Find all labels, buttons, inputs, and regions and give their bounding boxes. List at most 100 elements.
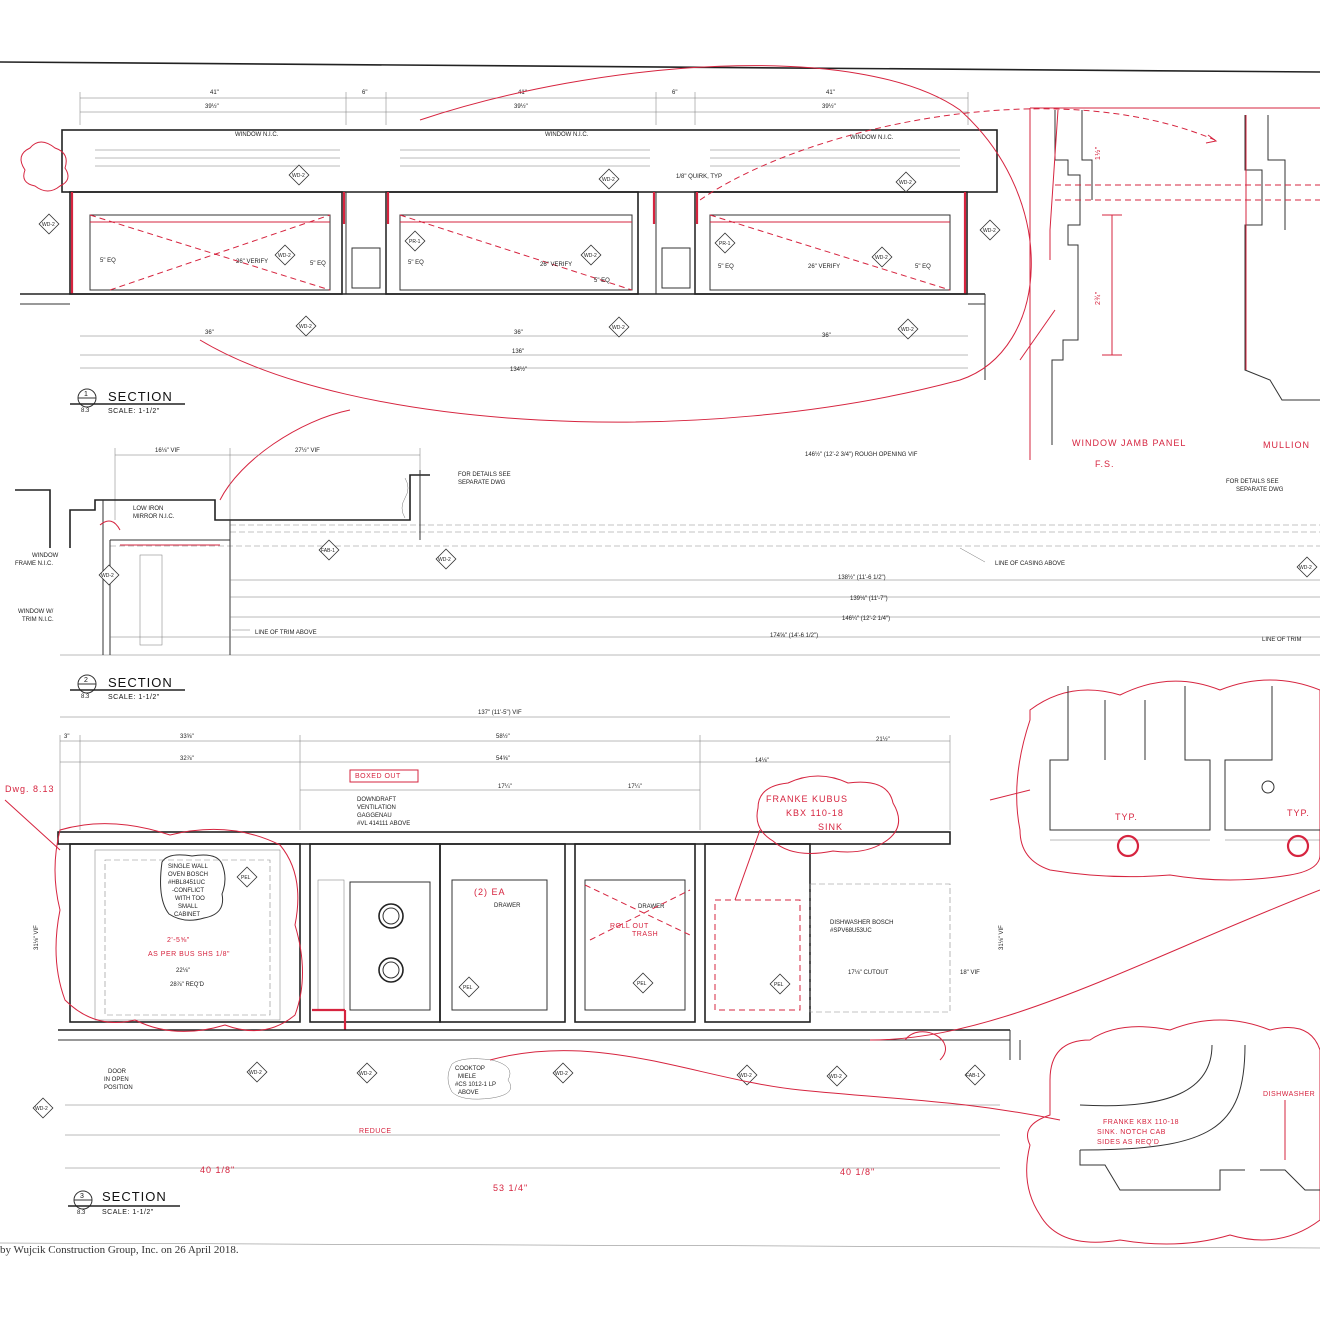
s3-oven-4: WITH TOO: [175, 896, 205, 902]
redline-franke-1: KBX 110-18: [786, 808, 844, 818]
s3-tag-fab1: FAB-1: [964, 1064, 986, 1086]
svg-text:WD-2: WD-2: [612, 325, 625, 331]
svg-text:PEL: PEL: [637, 981, 647, 987]
detail-franke-1: SINK. NOTCH CAB: [1097, 1129, 1166, 1136]
s1-redline-cloud: [20, 141, 69, 192]
s2-vif-1: 16⅛" VIF: [155, 448, 180, 454]
s2-tag-fab1: FAB-1: [318, 539, 340, 561]
redline-dwg: Dwg. 8.13: [5, 784, 55, 794]
s2-window-frame-a: WINDOW: [32, 553, 59, 559]
svg-text:WD-2: WD-2: [555, 1071, 568, 1077]
s3-vif-right: 31⅛" VIF: [999, 925, 1005, 950]
s3-burner-1: [378, 903, 404, 929]
s1-tag-wd2-j: WD-2: [608, 316, 630, 338]
svg-text:PR-1: PR-1: [409, 239, 421, 245]
s1-verify-0: 26" VERIFY: [236, 259, 268, 265]
s3-dim-top-0: 3": [64, 734, 69, 740]
redline-franke-2: SINK: [818, 822, 843, 832]
s1-dim-bottom-1: 36": [514, 330, 523, 336]
s3-oven-5: SMALL: [178, 904, 198, 910]
s1-verify-1: 26" VERIFY: [540, 262, 572, 268]
redline-arc-main: [199, 65, 1032, 423]
s1-dim-top-3: 6": [672, 90, 677, 96]
s3-overall: 137" (11'-5") VIF: [478, 710, 522, 716]
svg-text:8.3: 8.3: [81, 408, 90, 414]
s3-door-0: DOOR: [108, 1069, 127, 1075]
s3-door-2: POSITION: [104, 1085, 133, 1091]
s2-tag-wd2-a: WD-2: [435, 548, 457, 570]
s3-drawer-cabinet: [439, 843, 566, 1023]
redline-franke-cloud: [756, 775, 900, 854]
svg-text:WD-2: WD-2: [42, 222, 55, 228]
svg-text:WD-2: WD-2: [292, 173, 305, 179]
svg-text:PR-1: PR-1: [719, 241, 731, 247]
s3-oven-1: OVEN BOSCH: [168, 872, 208, 878]
s3-downdraft: [317, 879, 345, 1011]
s1-tag-wd2-c: WD-2: [895, 171, 917, 193]
footer-credit: by Wujcik Construction Group, Inc. on 26…: [0, 1244, 239, 1256]
s3-redline-cloud-oven: [54, 823, 303, 1032]
section-3-title: 3 8.3 SECTION SCALE: 1-1/2": [68, 1189, 180, 1216]
svg-text:WD-2: WD-2: [875, 255, 888, 261]
s1-tag-pr1-a: PR-1: [404, 230, 426, 252]
s2-tag-wd2-b: WD-2: [98, 564, 120, 586]
s3-sink-cabinet: [704, 843, 811, 1023]
svg-text:WD-2: WD-2: [829, 1074, 842, 1080]
svg-text:SECTION: SECTION: [108, 389, 173, 404]
section-2: 16⅛" VIF 27½" VIF 146½" (12'-2 3/4") ROU…: [15, 447, 1320, 701]
redline-as-per: AS PER BUS SHS 1/8": [148, 951, 230, 958]
s3-dim22: 22⅛": [176, 968, 190, 974]
s1-tag-pr1-b: PR-1: [714, 232, 736, 254]
section-2-title: 2 8.3 SECTION SCALE: 1-1/2": [70, 674, 185, 701]
redline-reduce: REDUCE: [359, 1128, 392, 1135]
s1-overall-1: 134½": [510, 366, 527, 373]
s2-mirror-b: MIRROR N.I.C.: [133, 514, 175, 520]
s3-tag-wd2-b: WD-2: [356, 1062, 378, 1084]
s3-drawer-1: DRAWER: [638, 904, 665, 910]
s1-tag-wd2-i: WD-2: [295, 315, 317, 337]
s3-dishwasher-1: #SPV68U53UC: [830, 928, 872, 934]
svg-text:8.3: 8.3: [81, 694, 90, 700]
svg-text:WD-2: WD-2: [1299, 565, 1312, 571]
svg-text:SECTION: SECTION: [108, 675, 173, 690]
s3-downdraft-3: #VL 414111 ABOVE: [357, 821, 410, 827]
s1-tag-wd2-b: WD-2: [598, 168, 620, 190]
s2-tag-wd2-c: WD-2: [1296, 556, 1318, 578]
sheet-border-bottom: [0, 1242, 1320, 1249]
s1-tag-wd2-k: WD-2: [897, 318, 919, 340]
s3-downdraft-0: DOWNDRAFT: [357, 797, 396, 803]
s2-window-trim-b: TRIM N.I.C.: [22, 617, 54, 623]
s3-dim-top-8: 14⅛": [755, 758, 769, 764]
s1-eq-5: 5" EQ: [915, 264, 931, 270]
svg-text:PEL: PEL: [463, 985, 473, 991]
s3-vif-small: 18" VIF: [960, 970, 980, 976]
redline-roll-out-1: TRASH: [632, 931, 658, 938]
detail-typ-0: TYP.: [1115, 812, 1138, 822]
s3-oven-6: CABINET: [174, 912, 200, 918]
svg-text:SECTION: SECTION: [102, 1189, 167, 1204]
svg-text:PEL: PEL: [774, 982, 784, 988]
s3-oven-0: SINGLE WALL: [168, 864, 208, 870]
s3-dim-top-4: 32⅞": [180, 756, 194, 762]
s2-casing: LINE OF CASING ABOVE: [995, 561, 1065, 567]
s3-dishwasher-0: DISHWASHER BOSCH: [830, 920, 893, 926]
s1-window-label-2: WINDOW N.I.C.: [850, 135, 894, 141]
svg-text:FAB-1: FAB-1: [966, 1073, 980, 1079]
redline-5314: 53 1/4": [493, 1183, 528, 1193]
detail-franke-0: FRANKE KBX 110-18: [1103, 1119, 1179, 1126]
svg-text:1: 1: [84, 391, 88, 398]
svg-text:PEL: PEL: [241, 875, 251, 881]
svg-text:WD-2: WD-2: [899, 180, 912, 186]
detail-bubble-upper: TYP. TYP.: [989, 679, 1320, 881]
jamb-dim-1-12: 1½": [1094, 146, 1102, 160]
svg-text:FAB-1: FAB-1: [321, 548, 335, 554]
s3-dishwasher: [809, 883, 951, 1013]
svg-text:WD-2: WD-2: [983, 228, 996, 234]
redline-dim-2-58: 2'-5⅝": [167, 937, 190, 944]
svg-text:WD-2: WD-2: [602, 177, 615, 183]
s1-verify-2: 26" VERIFY: [808, 264, 840, 270]
s3-oven-cabinet: [69, 843, 301, 1023]
svg-text:SCALE: 1-1/2": SCALE: 1-1/2": [102, 1209, 154, 1216]
s3-drawer-0: DRAWER: [494, 903, 521, 909]
